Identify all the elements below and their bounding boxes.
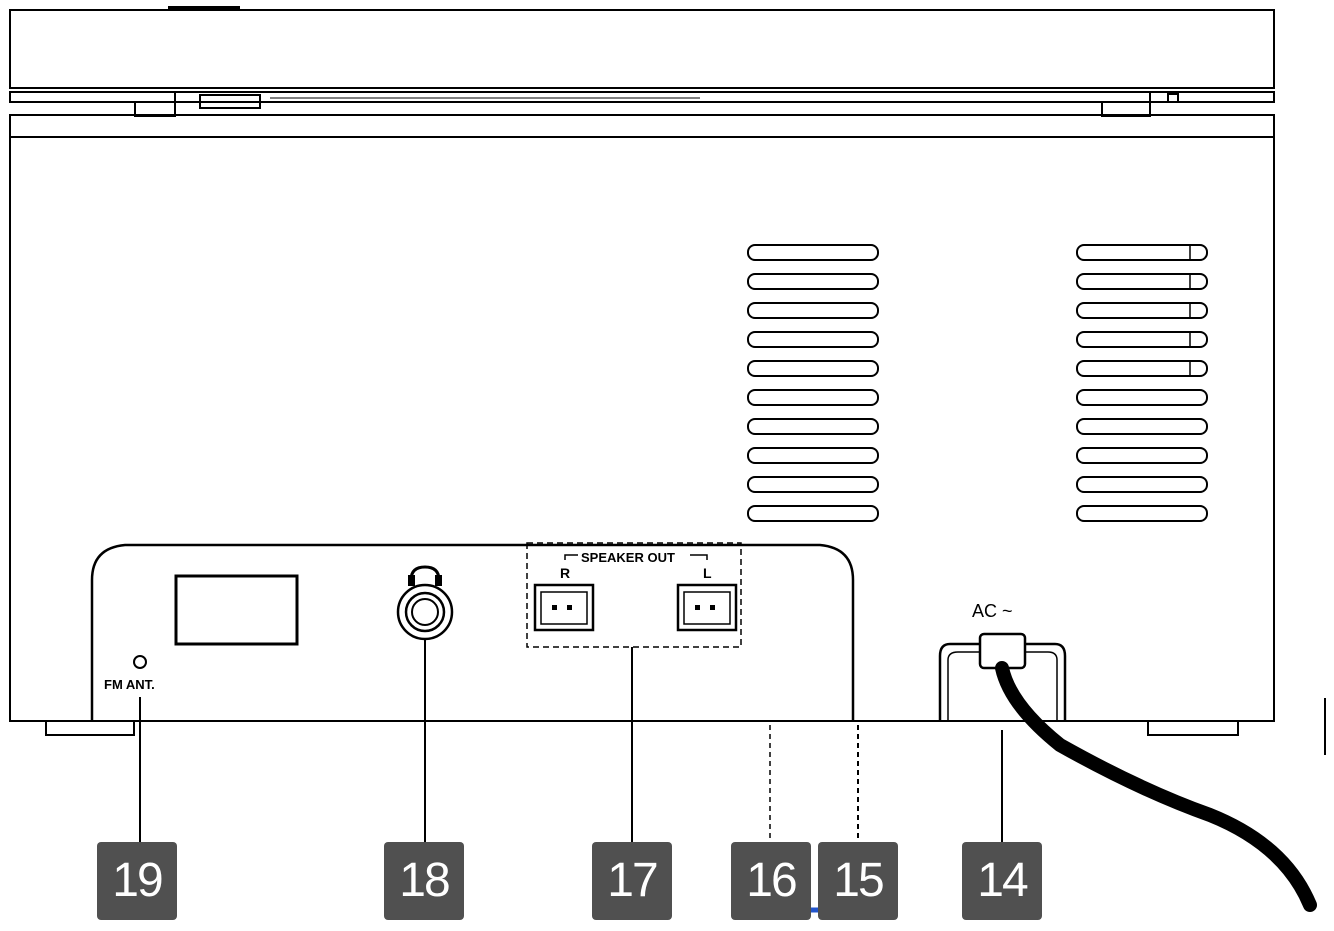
vent-slot xyxy=(747,360,879,377)
rear-panel xyxy=(90,543,855,721)
vent-slot xyxy=(1076,360,1208,377)
speaker-terminal-l xyxy=(676,583,738,632)
vent-slot xyxy=(1076,476,1208,493)
callout-18: 18 xyxy=(384,842,464,920)
power-cord xyxy=(995,661,1317,912)
speaker-out-group xyxy=(526,542,742,648)
lid xyxy=(9,9,1275,89)
vent-slot xyxy=(1076,302,1208,319)
display-window xyxy=(174,574,299,646)
hinge-right xyxy=(1101,92,1151,117)
speaker-terminal-r xyxy=(533,583,595,632)
fm-antenna-socket xyxy=(133,655,147,669)
vent-slot xyxy=(747,476,879,493)
foot-left xyxy=(45,720,135,736)
vent-slot xyxy=(747,505,879,522)
vent-slot xyxy=(747,302,879,319)
callout-19: 19 xyxy=(97,842,177,920)
hinge-left xyxy=(134,92,176,117)
ac-label: AC ~ xyxy=(972,601,1013,621)
ac-cord-housing xyxy=(938,642,980,721)
vent-slot xyxy=(1076,505,1208,522)
vent-slot xyxy=(747,244,879,261)
callout-16: 16 xyxy=(731,842,811,920)
vent-slot xyxy=(1076,418,1208,435)
vent-slot xyxy=(747,447,879,464)
vent-slot xyxy=(1076,273,1208,290)
callout-17: 17 xyxy=(592,842,672,920)
vent-slot xyxy=(747,331,879,348)
ventilation-slots xyxy=(747,244,1208,522)
vent-slot xyxy=(1076,389,1208,406)
speaker-r-label: R xyxy=(560,565,571,581)
foot-right xyxy=(1147,720,1239,736)
speaker-out-label: SPEAKER OUT xyxy=(581,550,675,565)
headphone-icon xyxy=(408,565,442,586)
hinge-left-latch xyxy=(199,94,261,109)
cabinet-body xyxy=(9,114,1275,722)
callout-15: 15 xyxy=(818,842,898,920)
vent-slot xyxy=(1076,447,1208,464)
speaker-l-label: L xyxy=(703,565,712,581)
vent-slot xyxy=(747,389,879,406)
vent-slot xyxy=(747,273,879,290)
vent-slot xyxy=(1076,331,1208,348)
vent-slot xyxy=(747,418,879,435)
fm-ant-label: FM ANT. xyxy=(104,677,155,692)
vent-slot xyxy=(1076,244,1208,261)
callout-14: 14 xyxy=(962,842,1042,920)
